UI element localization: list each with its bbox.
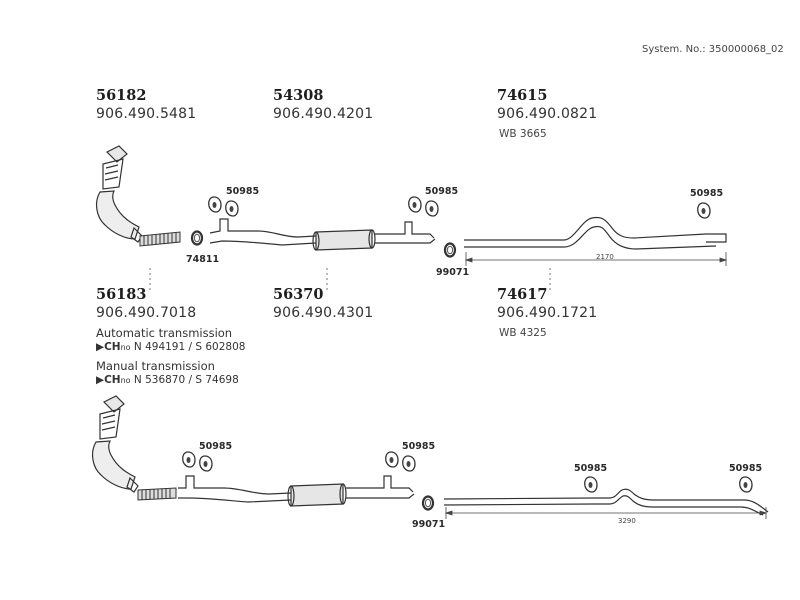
oem-number-56182: 906.490.5481	[96, 106, 197, 122]
ch-prefix: CH	[104, 341, 121, 353]
dotted-separators	[149, 268, 551, 290]
hanger-50985-icon	[697, 202, 711, 219]
automatic-transmission-note: Automatic transmission	[96, 326, 233, 340]
label-50985-lower-1: 50985	[199, 441, 233, 452]
oem-number-56370: 906.490.4301	[273, 305, 374, 321]
hanger-50985-icon	[408, 196, 422, 213]
part-number-56183: 56183	[96, 286, 147, 303]
part-number-56182: 56182	[96, 87, 147, 104]
hanger-50985-icon	[402, 455, 416, 472]
flex-pipe-upper	[139, 231, 181, 247]
ch-prefix: CH	[104, 374, 121, 386]
label-50985-upper-1: 50985	[226, 186, 260, 197]
hanger-50985-icon	[208, 196, 222, 213]
flex-pipe-lower	[137, 487, 177, 501]
no-suffix: no	[120, 343, 131, 352]
oem-number-74615: 906.490.0821	[497, 106, 598, 122]
part-number-74617: 74617	[497, 286, 548, 303]
clamp-99071-icon	[443, 242, 457, 258]
part-number-54308: 54308	[273, 87, 324, 104]
hanger-50985-icon	[225, 200, 239, 217]
clamp-99071-icon	[421, 495, 435, 511]
hanger-50985-icon	[739, 476, 753, 493]
oem-number-74617: 906.490.1721	[497, 305, 598, 321]
automatic-chassis-range: ▶CHno N 494191 / S 602808	[96, 341, 245, 353]
oem-number-54308: 906.490.4201	[273, 106, 374, 122]
manual-chassis-numbers: N 536870 / S 74698	[133, 374, 239, 386]
hanger-50985-icon	[425, 200, 439, 217]
wheelbase-74617: WB 4325	[499, 327, 547, 339]
part-number-56370: 56370	[273, 286, 324, 303]
label-99071-upper: 99071	[436, 267, 470, 278]
dimension-3290: 3290	[618, 517, 636, 525]
arrow-icon: ▶	[96, 374, 105, 386]
oem-number-56183: 906.490.7018	[96, 305, 197, 321]
front-pipe-upper	[209, 218, 436, 251]
hanger-50985-icon	[199, 455, 213, 472]
automatic-chassis-numbers: N 494191 / S 602808	[133, 341, 246, 353]
hanger-50985-icon	[385, 451, 399, 468]
manual-chassis-range: ▶CHno N 536870 / S 74698	[96, 374, 239, 386]
label-99071-lower: 99071	[412, 519, 446, 530]
front-pipe-lower	[178, 475, 415, 507]
dimension-line-upper	[464, 252, 728, 266]
dimension-2170: 2170	[596, 253, 614, 261]
label-50985-lower-4: 50985	[729, 463, 763, 474]
system-number: System. No.: 350000068_02	[642, 44, 784, 55]
tail-pipe-lower	[443, 488, 769, 516]
no-suffix: no	[120, 376, 131, 385]
label-50985-lower-3: 50985	[574, 463, 608, 474]
catalytic-converter-upper	[95, 145, 143, 243]
catalytic-converter-lower	[91, 395, 139, 493]
hanger-50985-icon	[584, 476, 598, 493]
label-50985-lower-2: 50985	[402, 441, 436, 452]
part-number-74615: 74615	[497, 87, 548, 104]
manual-transmission-note: Manual transmission	[96, 359, 215, 373]
clamp-74811-icon	[190, 230, 204, 246]
dimension-line-lower	[444, 507, 768, 519]
label-74811: 74811	[186, 254, 220, 265]
hanger-50985-icon	[182, 451, 196, 468]
arrow-icon: ▶	[96, 341, 105, 353]
label-50985-upper-2: 50985	[425, 186, 459, 197]
label-50985-upper-3: 50985	[690, 188, 724, 199]
wheelbase-74615: WB 3665	[499, 128, 547, 140]
tail-pipe-upper	[464, 216, 727, 250]
